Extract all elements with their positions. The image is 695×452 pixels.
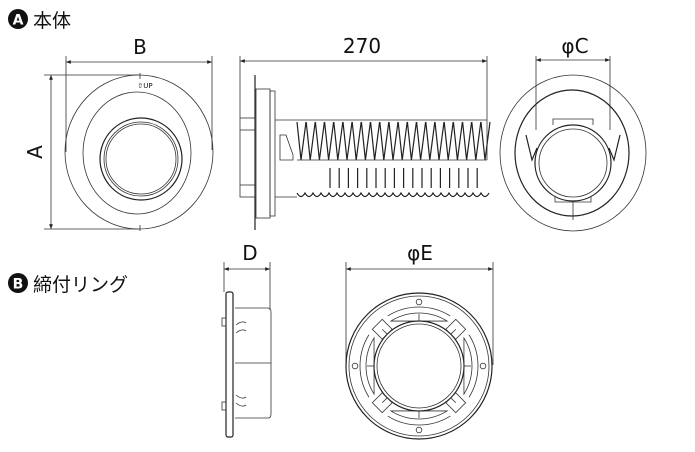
ring-side-view: D xyxy=(221,241,272,438)
badge-a-letter: A xyxy=(13,13,24,29)
up-mark: ⇧UP xyxy=(137,82,152,90)
section-a-header: A 本体 xyxy=(8,9,71,32)
dimension-c-label: φC xyxy=(561,34,588,58)
side-view: 270 xyxy=(239,34,491,230)
dimension-d-label: D xyxy=(242,241,257,265)
badge-b-letter: B xyxy=(13,277,24,293)
badge-b-icon xyxy=(8,273,28,293)
screw-hole-icon xyxy=(415,426,423,434)
vent-slots xyxy=(329,168,478,188)
section-b-title: 締付リング xyxy=(33,274,128,296)
section-a-title: 本体 xyxy=(33,10,71,32)
bottom-thread xyxy=(296,191,490,198)
front-view: B A ⇧UP xyxy=(23,35,214,231)
ring-front-view: φE xyxy=(345,241,494,440)
dimension-e-label: φE xyxy=(407,241,433,265)
badge-a-icon xyxy=(8,9,28,29)
dimension-length-label: 270 xyxy=(343,34,381,58)
rear-view: φC xyxy=(499,34,647,232)
screw-hole-icon xyxy=(415,298,423,306)
dimension-b-label: B xyxy=(133,35,147,59)
spiral-teeth xyxy=(296,121,491,161)
screw-hole-icon xyxy=(479,362,487,370)
section-b-header: B 締付リング xyxy=(8,273,128,296)
dimension-a-label: A xyxy=(23,145,47,159)
screw-hole-icon xyxy=(351,362,359,370)
